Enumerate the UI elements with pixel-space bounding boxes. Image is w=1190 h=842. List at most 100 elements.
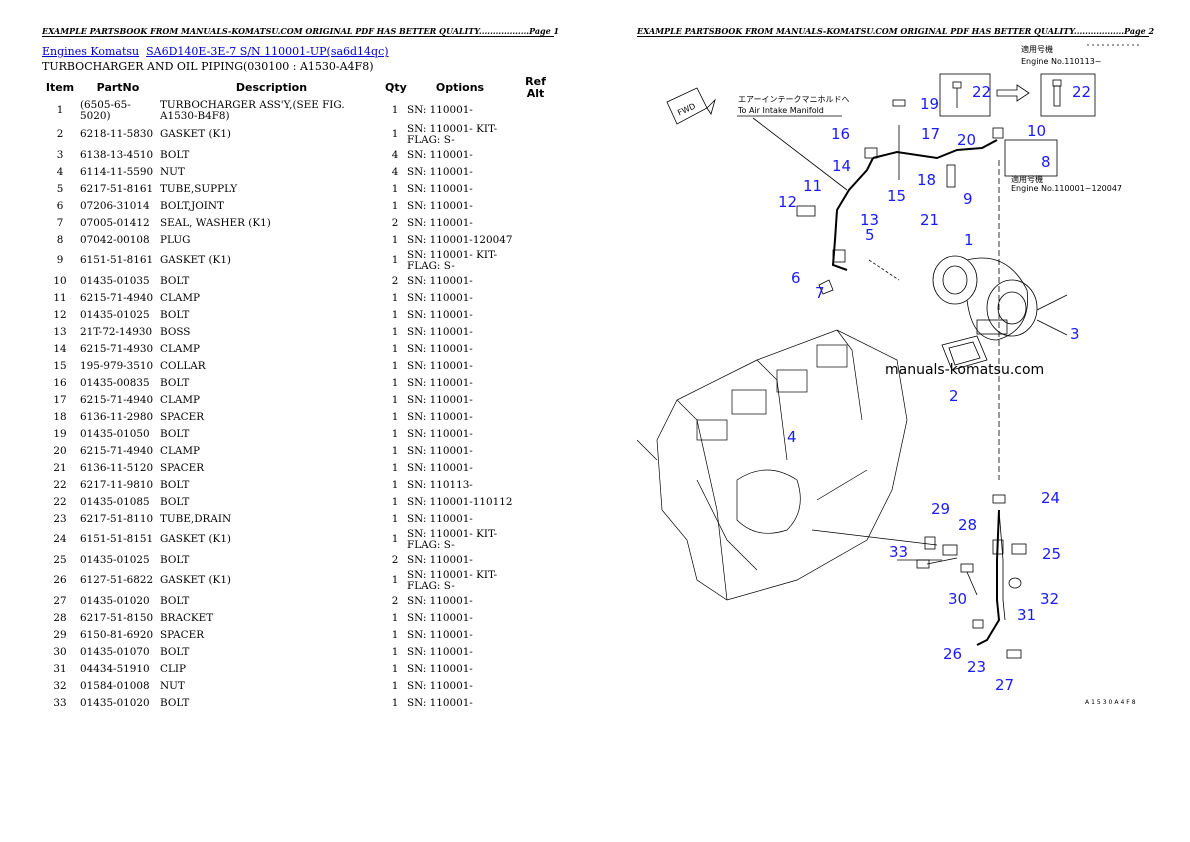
cell-options: SN: 110001- <box>407 410 473 423</box>
cell-qty: 4 <box>391 165 399 178</box>
cell-options: SN: 110001- <box>407 461 473 474</box>
page-header-2: EXAMPLE PARTSBOOK FROM MANUALS-KOMATSU.C… <box>637 26 1155 37</box>
cell-qty: 1 <box>391 233 399 246</box>
callout-22: 22 <box>1072 83 1091 101</box>
cell-partno: 6215-71-4930 <box>80 342 154 355</box>
cell-refalt <box>515 164 556 181</box>
callout-20: 20 <box>957 131 976 149</box>
cell-item: 3 <box>56 148 64 161</box>
cell-item: 11 <box>53 291 67 304</box>
cell-description: BOLT <box>160 427 190 440</box>
cell-partno: (6505-65-5020) <box>80 98 131 122</box>
cell-options: SN: 110001- KIT-FLAG: S- <box>407 568 498 592</box>
cell-options: SN: 110001- <box>407 274 473 287</box>
cell-description: TURBOCHARGER ASS'Y,(SEE FIG. A1530-B4F8) <box>160 98 345 122</box>
callout-19: 19 <box>920 95 939 113</box>
cell-partno: 6151-51-8161 <box>80 254 154 267</box>
col-header-options: Options <box>435 80 485 94</box>
cell-options: SN: 110001- <box>407 104 473 117</box>
col-header-partno: PartNo <box>96 80 140 94</box>
cell-partno: 6150-81-6920 <box>80 628 154 641</box>
cell-description: CLAMP <box>160 393 200 406</box>
cell-options: SN: 110001- <box>407 662 473 675</box>
cell-description: TUBE,SUPPLY <box>160 182 238 195</box>
cell-qty: 2 <box>391 594 399 607</box>
cell-options: SN: 110001- <box>407 182 473 195</box>
cell-item: 19 <box>53 427 67 440</box>
cell-item: 23 <box>53 512 67 525</box>
cell-description: CLAMP <box>160 291 200 304</box>
cell-refalt <box>515 460 556 477</box>
cell-options: SN: 110001- <box>407 148 473 161</box>
cell-item: 16 <box>53 376 67 389</box>
cell-item: 2 <box>56 128 64 141</box>
callout-14: 14 <box>832 157 851 175</box>
callout-21: 21 <box>920 211 939 229</box>
cell-options: SN: 110001- <box>407 696 473 709</box>
cell-item: 1 <box>56 104 64 117</box>
cell-options: SN: 110001- <box>407 427 473 440</box>
cell-partno: 01435-01085 <box>80 495 150 508</box>
note-intake-jp: エアーインテークマニホルドへ <box>738 95 850 104</box>
cell-qty: 1 <box>391 444 399 457</box>
note-engine-mid-jp: 適用号機 <box>1011 174 1043 184</box>
cell-refalt <box>515 99 556 123</box>
breadcrumb-link-model[interactable]: SA6D140E-3E-7 S/N 110001-UP(sa6d14qc) <box>146 45 389 58</box>
cell-item: 7 <box>56 216 64 229</box>
cell-refalt <box>515 147 556 164</box>
note-intake-en: To Air Intake Manifold <box>737 106 824 115</box>
cell-description: BOLT <box>160 553 190 566</box>
cell-options: SN: 110001- <box>407 611 473 624</box>
note-engine-top-en: Engine No.110113~ <box>1021 57 1101 66</box>
cell-description: GASKET (K1) <box>160 533 231 546</box>
cell-partno: 6136-11-5120 <box>80 461 154 474</box>
cell-qty: 1 <box>391 533 399 546</box>
cell-partno: 01435-00835 <box>80 376 150 389</box>
cell-refalt <box>515 610 556 627</box>
cell-options: SN: 110001- KIT-FLAG: S- <box>407 248 498 272</box>
cell-item: 17 <box>53 393 67 406</box>
cell-partno: 21T-72-14930 <box>80 325 153 338</box>
cell-options: SN: 110113- <box>407 478 473 491</box>
callout-7: 7 <box>815 284 825 302</box>
callout-17: 17 <box>921 125 940 143</box>
cell-item: 10 <box>53 274 67 287</box>
cell-item: 26 <box>53 574 67 587</box>
cell-partno: 01584-01008 <box>80 679 150 692</box>
cell-options: SN: 110001- <box>407 325 473 338</box>
cell-options: SN: 110001- KIT-FLAG: S- <box>407 527 498 551</box>
cell-qty: 1 <box>391 611 399 624</box>
cell-refalt <box>515 593 556 610</box>
cell-refalt <box>515 409 556 426</box>
cell-options: SN: 110001- <box>407 645 473 658</box>
cell-options: SN: 110001-110112 <box>407 495 513 508</box>
cell-refalt <box>515 661 556 678</box>
cell-item: 24 <box>53 533 67 546</box>
cell-partno: 6215-71-4940 <box>80 291 154 304</box>
callout-26: 26 <box>943 645 962 663</box>
cell-description: PLUG <box>160 233 191 246</box>
cell-refalt <box>515 215 556 232</box>
figure-code: A1530A4F8 <box>1085 699 1138 706</box>
cell-description: BOLT,JOINT <box>160 199 224 212</box>
cell-description: NUT <box>160 679 185 692</box>
detail-box-22-left <box>939 73 991 117</box>
cell-partno: 01435-01070 <box>80 645 150 658</box>
cell-description: SPACER <box>160 410 205 423</box>
callout-12: 12 <box>778 193 797 211</box>
breadcrumb-link-engines[interactable]: Engines Komatsu <box>42 45 140 58</box>
gasket-2 <box>941 335 988 371</box>
cell-refalt <box>515 324 556 341</box>
cell-refalt <box>515 511 556 528</box>
cell-partno: 01435-01050 <box>80 427 150 440</box>
cell-item: 21 <box>53 461 67 474</box>
